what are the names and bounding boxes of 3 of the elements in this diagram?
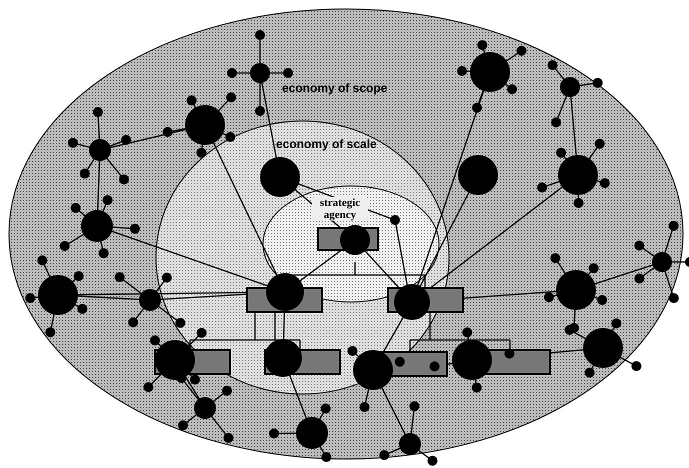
zone-label: economy of scale <box>276 137 377 151</box>
zone-label: strategic agency <box>312 197 368 221</box>
zone-label: economy of scope <box>282 81 388 95</box>
